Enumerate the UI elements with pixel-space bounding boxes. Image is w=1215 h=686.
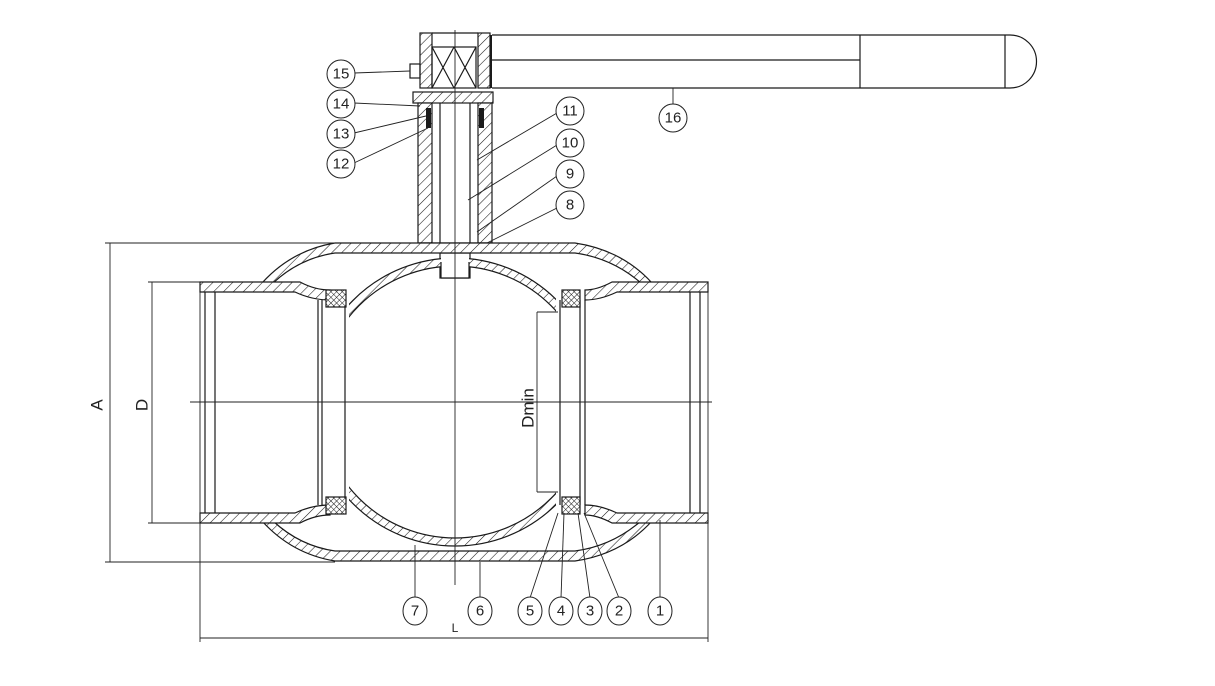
dimension-L: L — [199, 292, 709, 642]
svg-text:3: 3 — [586, 603, 594, 620]
callout-7: 7 — [402, 596, 428, 626]
callout-3: 3 — [577, 596, 603, 626]
svg-text:15: 15 — [333, 66, 350, 83]
callout-5: 5 — [517, 596, 543, 626]
svg-text:16: 16 — [665, 110, 682, 127]
callout-2: 2 — [606, 596, 632, 626]
callout-9: 9 — [555, 159, 585, 189]
svg-text:14: 14 — [333, 96, 350, 113]
svg-text:4: 4 — [557, 603, 565, 620]
ball — [349, 254, 556, 547]
seats — [317, 289, 586, 515]
svg-text:10: 10 — [562, 135, 579, 152]
callout-15: 15 — [326, 59, 356, 89]
svg-text:6: 6 — [476, 603, 484, 620]
callout-6: 6 — [467, 596, 493, 626]
dimension-label-Dmin: Dmin — [519, 388, 538, 428]
svg-text:13: 13 — [333, 126, 350, 143]
svg-text:9: 9 — [566, 166, 574, 183]
callout-8: 8 — [555, 190, 585, 220]
leader-lines — [353, 70, 674, 599]
svg-text:12: 12 — [333, 156, 350, 173]
dimension-D: D — [133, 281, 200, 524]
dimension-label-D: D — [133, 399, 152, 411]
callout-12: 12 — [326, 149, 356, 179]
dimension-Dmin: Dmin — [519, 311, 558, 493]
callout-10: 10 — [555, 128, 585, 158]
svg-text:8: 8 — [566, 197, 574, 214]
callout-11: 11 — [555, 96, 585, 126]
end-pipes — [199, 281, 709, 524]
callout-4: 4 — [548, 596, 574, 626]
svg-text:2: 2 — [615, 603, 623, 620]
svg-text:11: 11 — [562, 103, 578, 120]
dimension-A: A — [88, 242, 335, 563]
svg-text:7: 7 — [411, 603, 419, 620]
callout-1: 1 — [647, 596, 673, 626]
svg-text:1: 1 — [656, 603, 664, 620]
dimension-label-L: L — [452, 621, 459, 635]
dimension-label-A: A — [88, 399, 107, 411]
callout-14: 14 — [326, 89, 356, 119]
svg-text:5: 5 — [526, 603, 534, 620]
stem-head — [409, 32, 494, 104]
handle — [486, 34, 1038, 89]
callout-13: 13 — [326, 119, 356, 149]
callout-16: 16 — [658, 103, 688, 133]
